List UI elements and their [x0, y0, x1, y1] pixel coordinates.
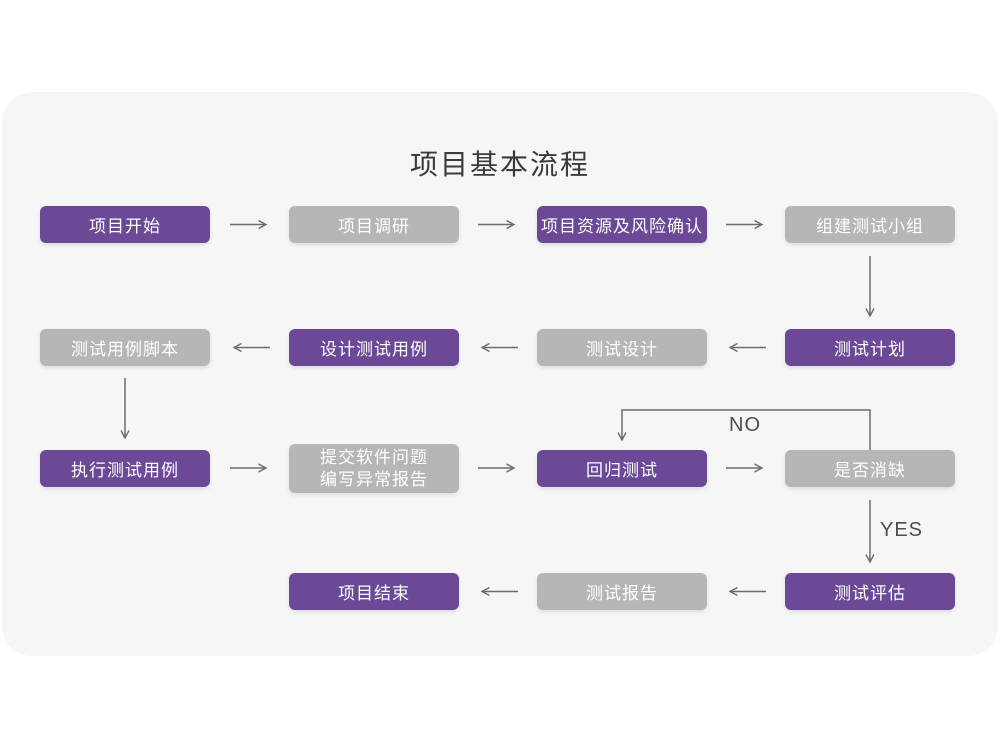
node-label: 测试报告	[586, 584, 658, 603]
node-label: 回归测试	[586, 461, 658, 480]
no-edge-label: NO	[729, 414, 761, 436]
node-label: 项目开始	[89, 217, 161, 236]
node-label: 设计测试用例	[320, 340, 428, 359]
node-label: 测试设计	[586, 340, 658, 359]
node-regression-test: 回归测试	[537, 450, 707, 487]
node-execute-test-cases: 执行测试用例	[40, 450, 210, 487]
yes-edge-label: YES	[880, 519, 924, 541]
node-label: 执行测试用例	[71, 461, 179, 480]
node-design-test-cases: 设计测试用例	[289, 329, 459, 366]
node-label: 测试用例脚本	[71, 340, 179, 359]
node-label: 项目调研	[338, 217, 410, 236]
node-label-line2: 编写异常报告	[320, 469, 428, 489]
node-label: 组建测试小组	[816, 217, 924, 236]
node-project-end: 项目结束	[289, 573, 459, 610]
node-label: 项目资源及风险确认	[541, 217, 703, 236]
node-label: 是否消缺	[834, 461, 906, 480]
node-label: 项目结束	[338, 584, 410, 603]
node-project-research: 项目调研	[289, 206, 459, 243]
arrow-defect-to-regression-no	[622, 409, 871, 450]
node-test-plan: 测试计划	[785, 329, 955, 366]
node-project-start: 项目开始	[40, 206, 210, 243]
page-title: 项目基本流程	[409, 149, 590, 180]
flowchart-card	[2, 92, 998, 656]
node-defect-resolved: 是否消缺	[785, 450, 955, 487]
node-test-evaluation: 测试评估	[785, 573, 955, 610]
node-label: 测试计划	[834, 340, 906, 359]
node-label: 测试评估	[834, 584, 906, 603]
node-resource-risk-confirm: 项目资源及风险确认	[537, 206, 707, 243]
node-test-case-script: 测试用例脚本	[40, 329, 210, 366]
node-submit-issues: 提交软件问题 编写异常报告	[289, 444, 459, 493]
node-build-test-team: 组建测试小组	[785, 206, 955, 243]
node-test-report: 测试报告	[537, 573, 707, 610]
node-label-line1: 提交软件问题	[320, 447, 428, 467]
node-test-design: 测试设计	[537, 329, 707, 366]
